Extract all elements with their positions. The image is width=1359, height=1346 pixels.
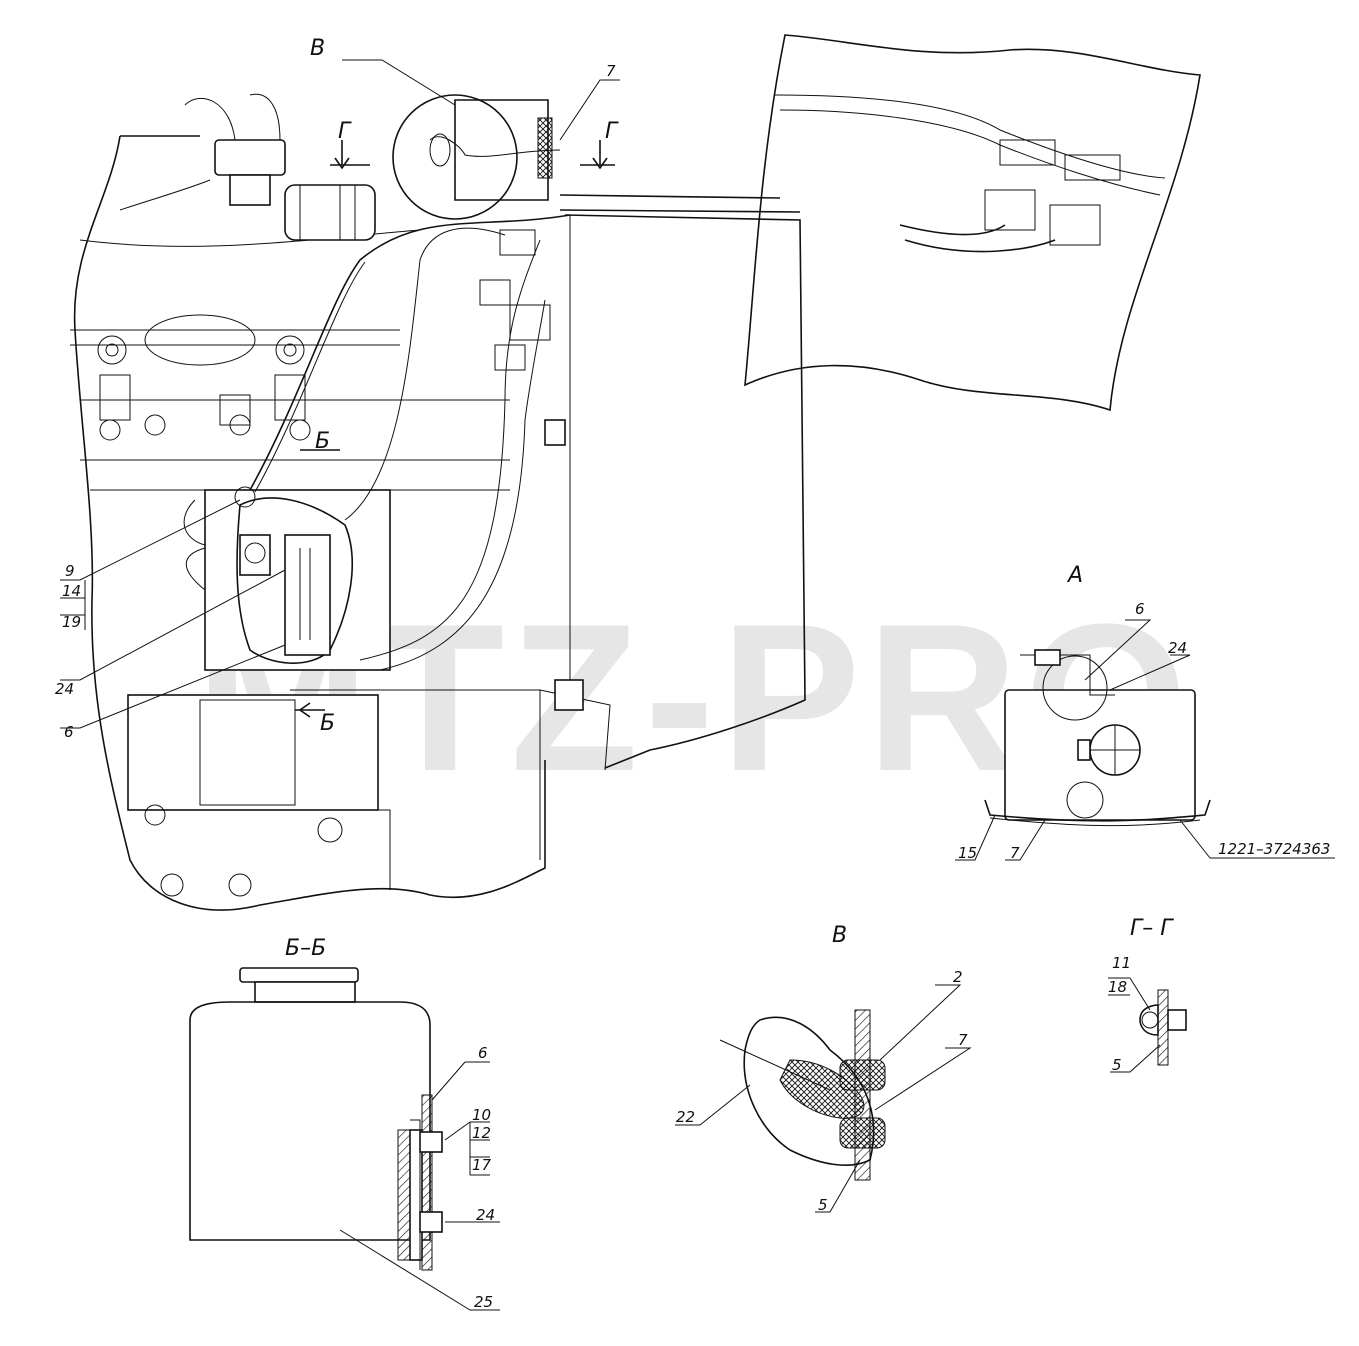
section-g-marker-left: Г <box>338 119 352 144</box>
section-b-marker-left: Б <box>315 429 330 454</box>
section-bb <box>189 967 500 1311</box>
callout-bb-12: 12 <box>472 1124 491 1142</box>
callout-a-6: 6 <box>1135 600 1145 618</box>
callout-main-7: 7 <box>606 62 616 80</box>
view-a-title: А <box>1066 563 1083 588</box>
callout-main-19: 19 <box>62 613 81 631</box>
section-g-marker-right: Г <box>605 119 619 144</box>
callout-bb-17: 17 <box>472 1156 492 1174</box>
callout-a-7: 7 <box>1010 844 1020 862</box>
main-assembly-view <box>60 59 806 911</box>
section-bb-title: Б–Б <box>285 936 326 961</box>
callout-gg-11: 11 <box>1112 954 1131 972</box>
callout-v-7: 7 <box>958 1031 968 1049</box>
callout-a-part-number: 1221–3724363 <box>1218 840 1330 858</box>
callout-a-24: 24 <box>1168 639 1187 657</box>
callout-bb-6: 6 <box>478 1044 488 1062</box>
view-a <box>955 619 1335 861</box>
section-gg <box>1108 977 1187 1073</box>
callout-v-2: 2 <box>953 968 963 986</box>
callout-main-14: 14 <box>62 582 81 600</box>
callout-main-6: 6 <box>64 723 74 741</box>
labels: В Г Г Б Б 7 9 14 19 24 6 А 6 24 15 7 122… <box>55 36 1330 1311</box>
callout-main-9: 9 <box>65 562 75 580</box>
callout-a-15: 15 <box>958 844 977 862</box>
callout-bb-25: 25 <box>474 1293 493 1311</box>
view-v-callout-main: В <box>310 36 325 61</box>
view-v <box>675 984 972 1213</box>
callout-bb-10: 10 <box>472 1106 491 1124</box>
callout-gg-18: 18 <box>1108 978 1127 996</box>
view-v-title: В <box>832 923 847 948</box>
section-b-marker-right: Б <box>320 711 335 736</box>
cab-connector-view <box>744 34 1201 412</box>
section-gg-title: Г– Г <box>1130 916 1174 941</box>
callout-gg-5: 5 <box>1112 1056 1122 1074</box>
callout-v-22: 22 <box>676 1108 695 1126</box>
callout-bb-24: 24 <box>476 1206 495 1224</box>
callout-main-24: 24 <box>55 680 74 698</box>
callout-v-5: 5 <box>818 1196 828 1214</box>
